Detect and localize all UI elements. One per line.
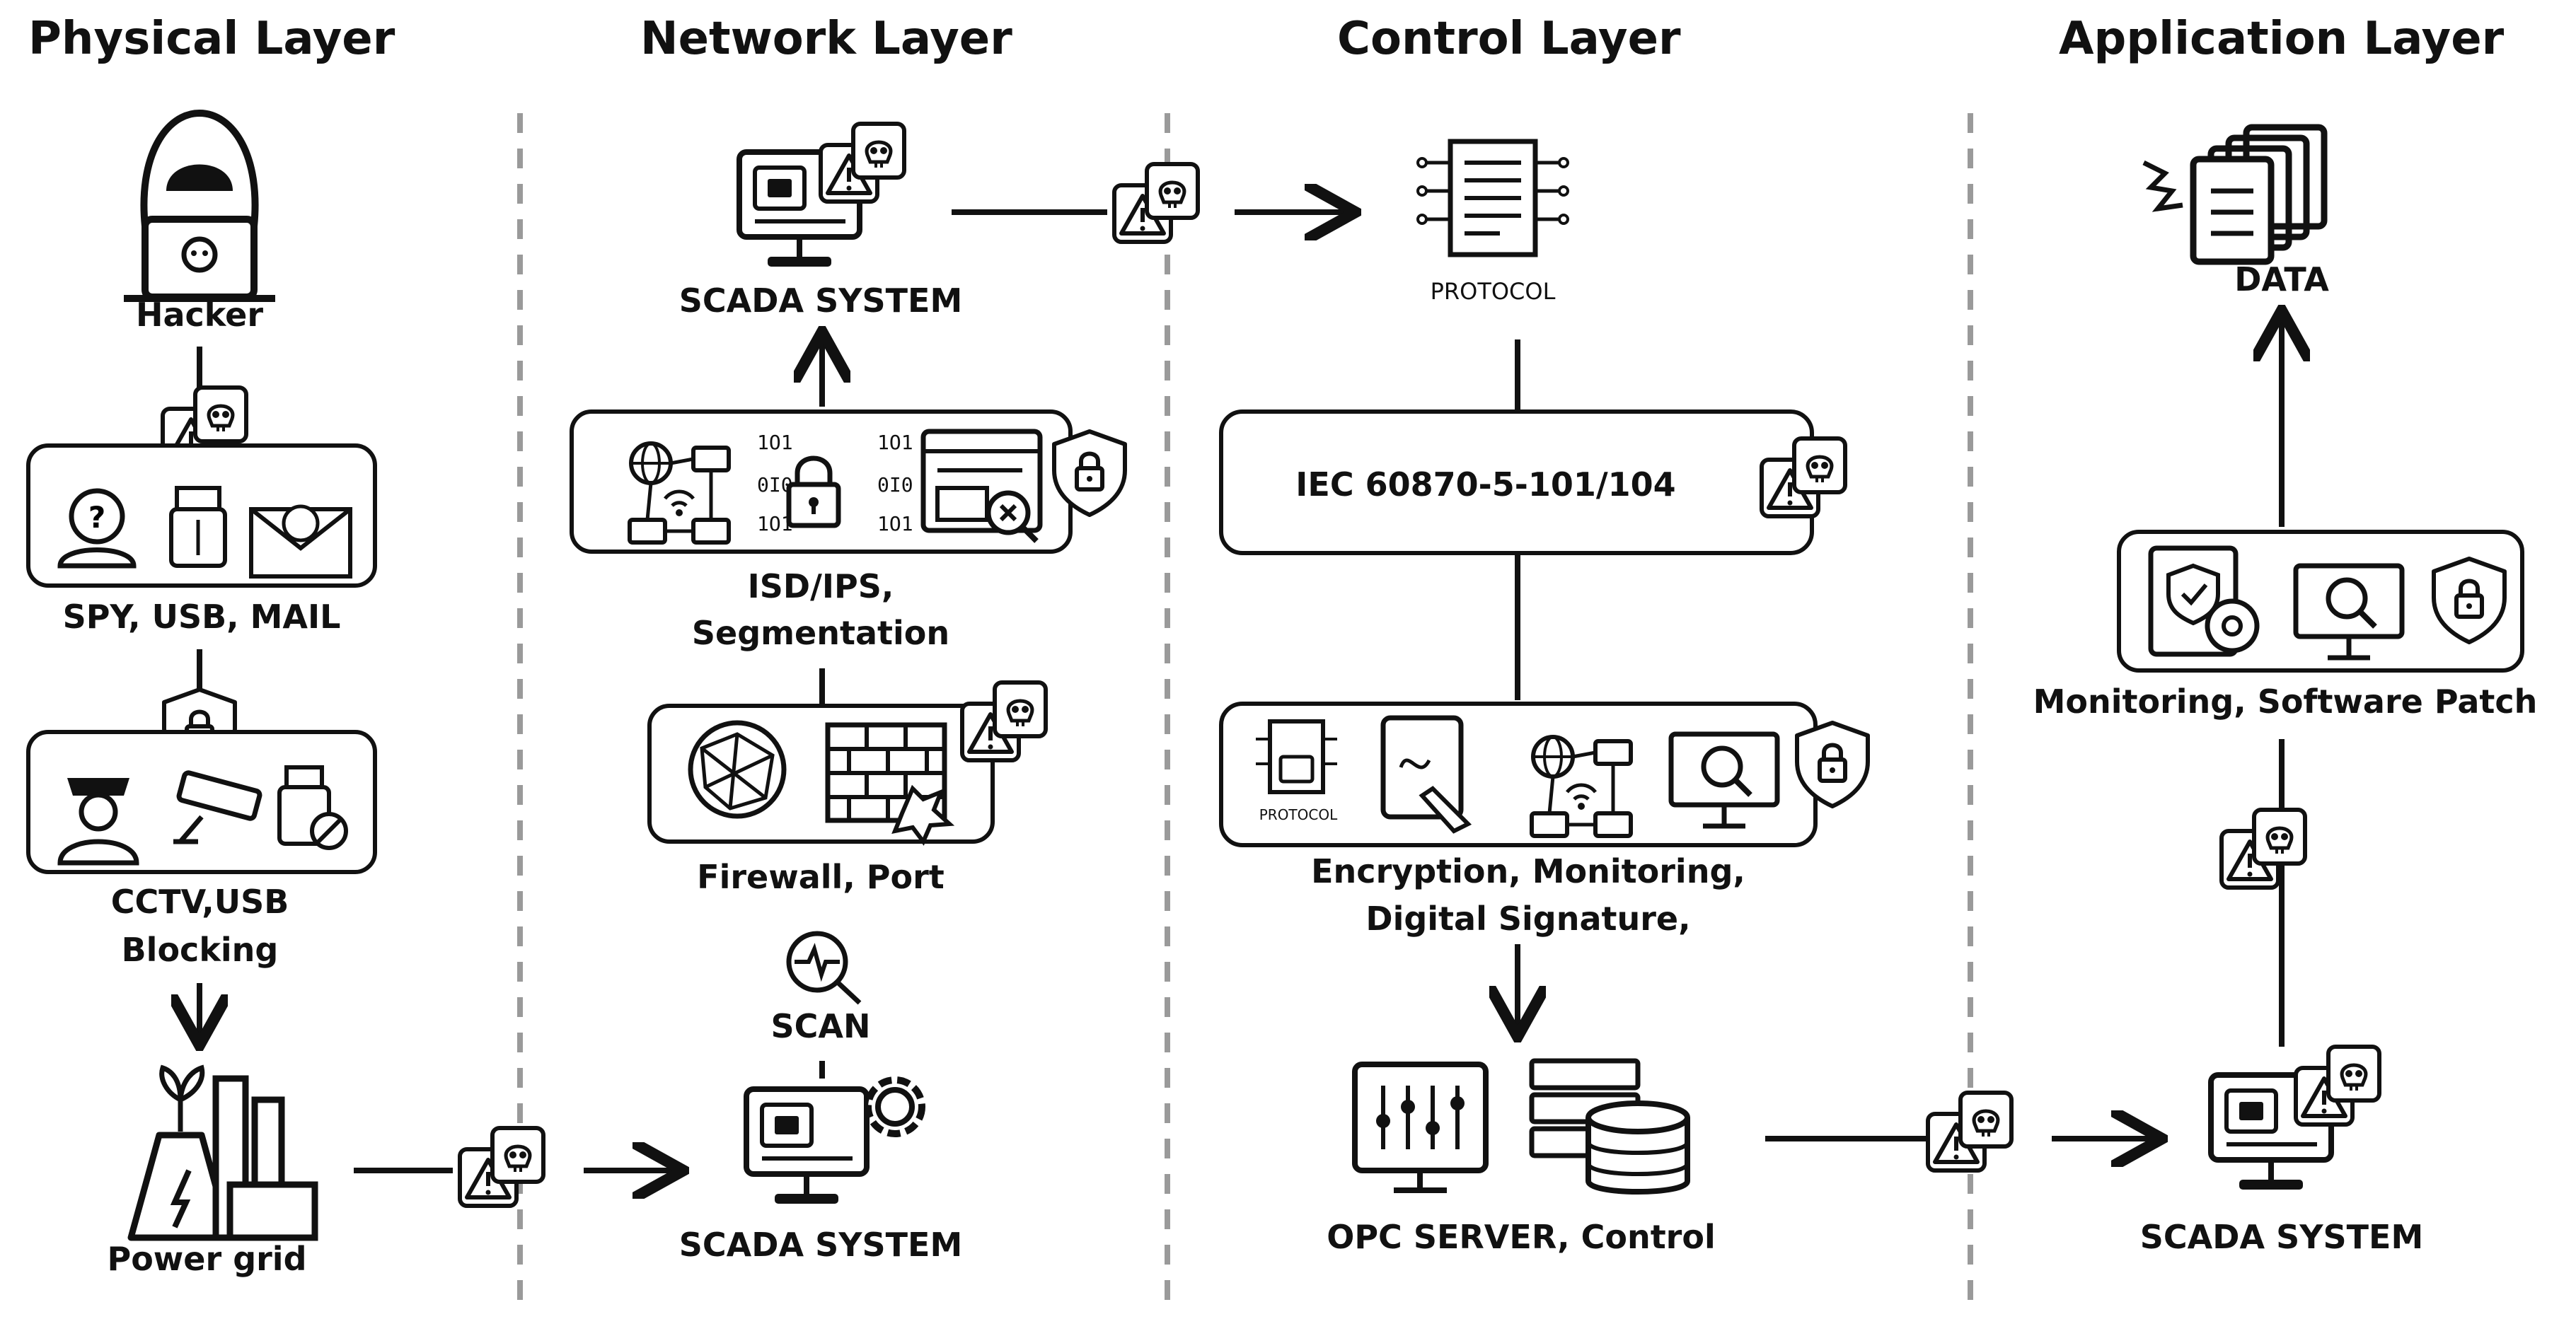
malware-warning-icon [2222,810,2305,888]
cctv-label-line1: CCTV,USB [110,883,289,921]
network-layer-title: Network Layer [640,13,1012,65]
usb-block-icon [277,765,348,850]
database-icon [1529,1058,1690,1195]
monitoring-label: Monitoring, Software Patch [2033,682,2538,721]
protocol-label: PROTOCOL [1430,278,1556,305]
computer-icon [746,1089,867,1204]
scada-bottom-label: SCADA SYSTEM [678,1226,963,1264]
hacker-icon [124,109,275,302]
cctv-usb-box [26,730,377,874]
control-panel-icon [1352,1062,1489,1193]
encryption-label-line1: Encryption, Monitoring, [1311,852,1745,890]
firewall-label: Firewall, Port [697,858,945,896]
mail-icon [249,504,352,579]
scada-top-label: SCADA SYSTEM [678,281,963,320]
iec-label: IEC 60870-5-101/104 [1295,465,1676,504]
scan-icon [786,931,862,1005]
malware-warning-icon [460,1128,543,1206]
globe-icon [688,720,787,819]
gear-icon [865,1076,925,1137]
encryption-label-line2: Digital Signature, [1365,900,1691,938]
malware-warning-icon [1928,1093,2011,1170]
hacker-label: Hacker [135,296,264,334]
power-plant-icon [127,1064,318,1241]
firewall-icon [825,722,955,846]
svg-text:?: ? [88,500,105,535]
isd-label-line1: ISD/IPS, [747,567,894,605]
data-label: DATA [2234,260,2329,298]
scan-label: SCAN [770,1007,871,1045]
lock-icon: 1O1 1O1 0I0 0I0 1O1 1O1 [757,431,913,535]
svg-text:0I0: 0I0 [877,473,913,496]
signature-icon [1380,715,1472,834]
svg-text:1O1: 1O1 [877,512,913,535]
usb-icon [169,486,227,568]
svg-text:1O1: 1O1 [877,431,913,454]
malware-warning-icon [821,124,904,202]
malware-warning-icon [2296,1047,2379,1125]
svg-text:1O1: 1O1 [757,431,793,454]
guard-icon [57,778,139,866]
document-shield-icon [2148,545,2260,657]
protocol-icon [1416,139,1569,257]
cctv-label-line2: Blocking [121,931,279,969]
data-icon [2142,124,2328,265]
spy-usb-mail-label: SPY, USB, MAIL [62,598,341,636]
malware-warning-icon [962,682,1046,760]
physical-layer-title: Physical Layer [28,13,395,65]
spy-icon: ? [57,488,137,569]
control-layer-title: Control Layer [1337,13,1681,65]
isd-label-line2: Segmentation [691,614,950,652]
application-layer-title: Application Layer [2059,13,2505,65]
malware-warning-icon [1114,164,1198,242]
protocol-small-label: PROTOCOL [1259,806,1338,823]
browser-icon [920,429,1043,543]
scada-app-label: SCADA SYSTEM [2139,1218,2424,1256]
opc-label: OPC SERVER, Control [1327,1218,1716,1256]
power-grid-label: Power grid [107,1240,307,1278]
cctv-icon [173,770,262,844]
protocol-icon [1256,719,1337,794]
